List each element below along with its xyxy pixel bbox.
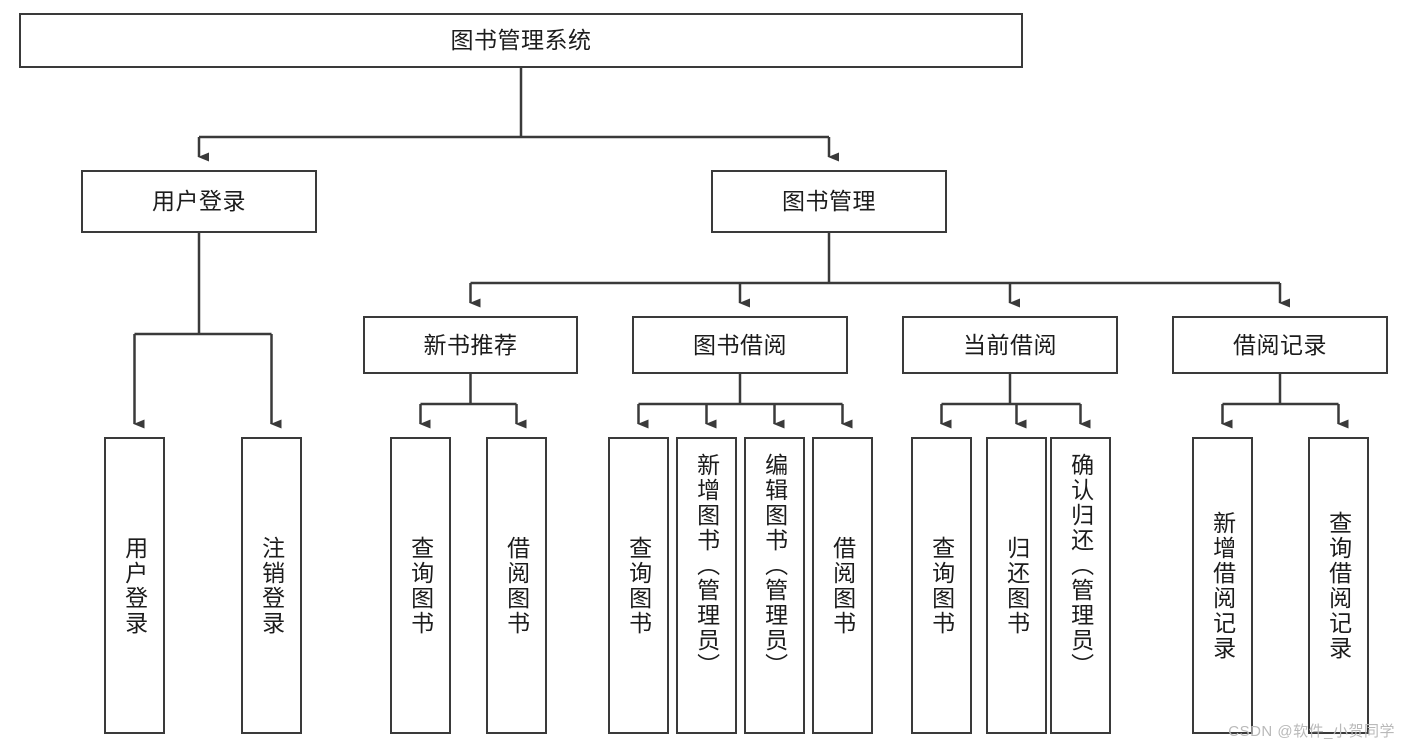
node-leaf-user-login[interactable]: 用户登录 [104, 437, 165, 734]
node-book-manage[interactable]: 图书管理 [711, 170, 947, 233]
node-label: 查询借阅记录 [1325, 510, 1352, 661]
edge-bus-borrow-record [1222, 374, 1339, 406]
node-leaf-query-borrow-record[interactable]: 查询借阅记录 [1308, 437, 1369, 734]
node-leaf-return-book[interactable]: 归还图书 [986, 437, 1047, 734]
node-leaf-confirm-return-admin[interactable]: 确认归还（管理员） [1050, 437, 1111, 734]
node-leaf-query-book-br[interactable]: 查询图书 [608, 437, 669, 734]
node-root[interactable]: 图书管理系统 [19, 13, 1023, 68]
node-leaf-query-book-cb[interactable]: 查询图书 [911, 437, 972, 734]
node-label: 查询图书 [625, 535, 652, 636]
node-label: 用户登录 [121, 535, 148, 636]
node-label: 查询图书 [407, 535, 434, 636]
edge-bus-current-borrow [941, 374, 1081, 406]
node-label: 当前借阅 [963, 331, 1057, 358]
node-label: 查询图书 [928, 535, 955, 636]
node-label: 图书管理系统 [450, 27, 592, 54]
watermark-text: CSDN @软件_小贺同学 [1228, 723, 1395, 740]
edge-bus-new-book-recommend [420, 374, 517, 406]
node-leaf-query-book-rec[interactable]: 查询图书 [390, 437, 451, 734]
node-label: 借阅图书 [503, 535, 530, 636]
node-leaf-borrow-book-br[interactable]: 借阅图书 [812, 437, 873, 734]
edge-bus-root [199, 68, 829, 139]
node-borrow-record[interactable]: 借阅记录 [1172, 316, 1388, 374]
node-label: 借阅图书 [829, 535, 856, 636]
node-label: 归还图书 [1003, 535, 1030, 636]
node-user-login[interactable]: 用户登录 [81, 170, 317, 233]
node-label: 注销登录 [258, 535, 285, 636]
node-label: 新增图书（管理员） [693, 453, 720, 678]
node-label: 图书管理 [782, 188, 876, 215]
node-label: 用户登录 [152, 188, 246, 215]
node-label: 借阅记录 [1233, 331, 1327, 358]
node-leaf-add-borrow-record[interactable]: 新增借阅记录 [1192, 437, 1253, 734]
node-label: 图书借阅 [693, 331, 787, 358]
edge-bus-user-login [134, 233, 272, 336]
node-label: 编辑图书（管理员） [761, 453, 788, 678]
node-label: 新增借阅记录 [1209, 510, 1236, 661]
node-leaf-edit-book-admin[interactable]: 编辑图书（管理员） [744, 437, 805, 734]
node-new-book-recommend[interactable]: 新书推荐 [363, 316, 578, 374]
node-leaf-borrow-book-rec[interactable]: 借阅图书 [486, 437, 547, 734]
node-book-borrow[interactable]: 图书借阅 [632, 316, 848, 374]
edge-bus-book-borrow [638, 374, 843, 406]
node-label: 新书推荐 [423, 331, 518, 358]
node-leaf-add-book-admin[interactable]: 新增图书（管理员） [676, 437, 737, 734]
node-label: 确认归还（管理员） [1067, 453, 1094, 678]
edge-bus-book-manage [470, 233, 1280, 285]
node-leaf-user-logout[interactable]: 注销登录 [241, 437, 302, 734]
node-current-borrow[interactable]: 当前借阅 [902, 316, 1118, 374]
